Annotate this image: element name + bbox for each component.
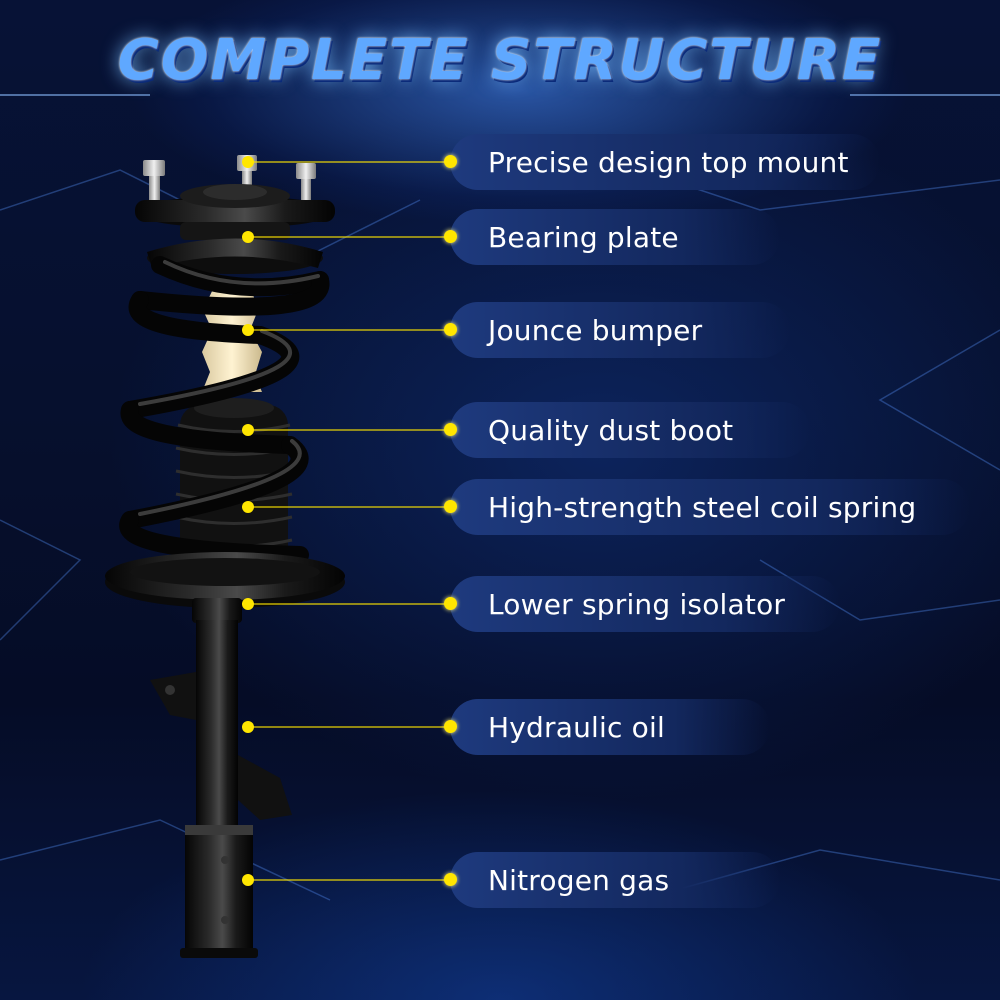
label-text: Jounce bumper	[488, 313, 703, 347]
pointer-dot-icon	[444, 230, 457, 243]
pointer-dot-icon	[444, 500, 457, 513]
label-dust-boot: Quality dust boot	[444, 402, 810, 458]
pointer-dot-icon	[444, 323, 457, 336]
pointer-dot-icon	[444, 873, 457, 886]
label-hydraulic-oil: Hydraulic oil	[444, 699, 770, 755]
label-jounce-bumper: Jounce bumper	[444, 302, 790, 358]
label-bearing-plate: Bearing plate	[444, 209, 780, 265]
label-text: High-strength steel coil spring	[488, 490, 917, 524]
pointer-dot-icon	[444, 720, 457, 733]
label-text: Bearing plate	[488, 220, 679, 254]
pointer-dot-icon	[444, 155, 457, 168]
label-text: Hydraulic oil	[488, 710, 665, 744]
pointer-dot-icon	[444, 423, 457, 436]
label-top-mount: Precise design top mount	[444, 134, 880, 190]
page-title: COMPLETE STRUCTURE	[117, 28, 883, 93]
label-text: Quality dust boot	[488, 413, 734, 447]
label-coil-spring: High-strength steel coil spring	[444, 479, 970, 535]
label-text: Lower spring isolator	[488, 587, 786, 621]
pointer-dot-icon	[444, 597, 457, 610]
label-text: Precise design top mount	[488, 145, 849, 179]
label-nitrogen-gas: Nitrogen gas	[444, 852, 780, 908]
label-text: Nitrogen gas	[488, 863, 670, 897]
label-spring-isolator: Lower spring isolator	[444, 576, 840, 632]
